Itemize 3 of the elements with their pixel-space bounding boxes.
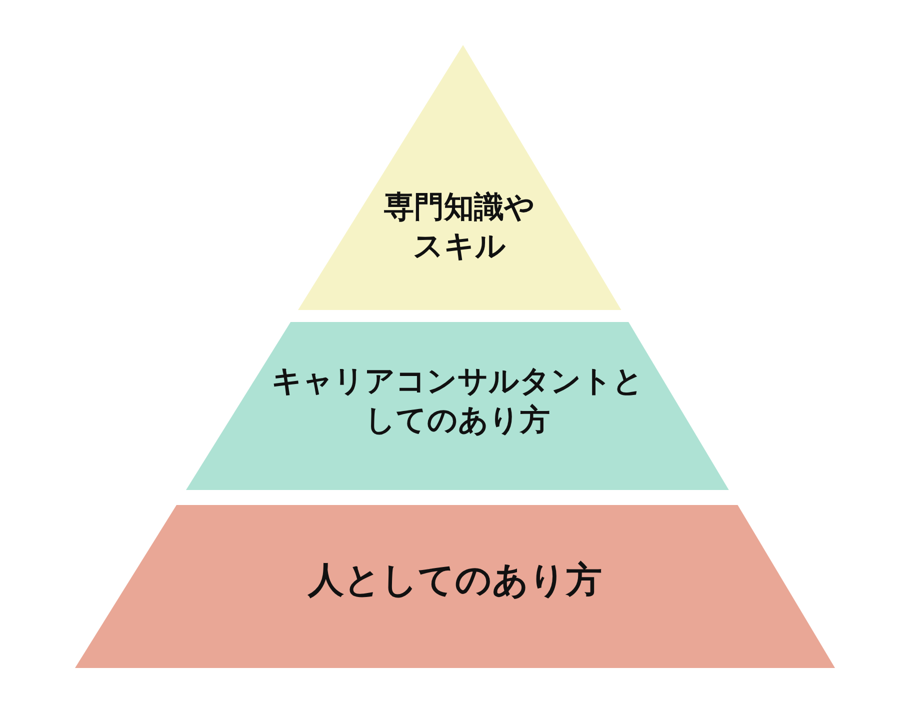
tier-label: 人としてのあり方 <box>306 559 603 603</box>
tier-label: 専門知識やスキル <box>383 189 536 266</box>
tier-label: キャリアコンサルタントとしてのあり方 <box>270 363 644 440</box>
